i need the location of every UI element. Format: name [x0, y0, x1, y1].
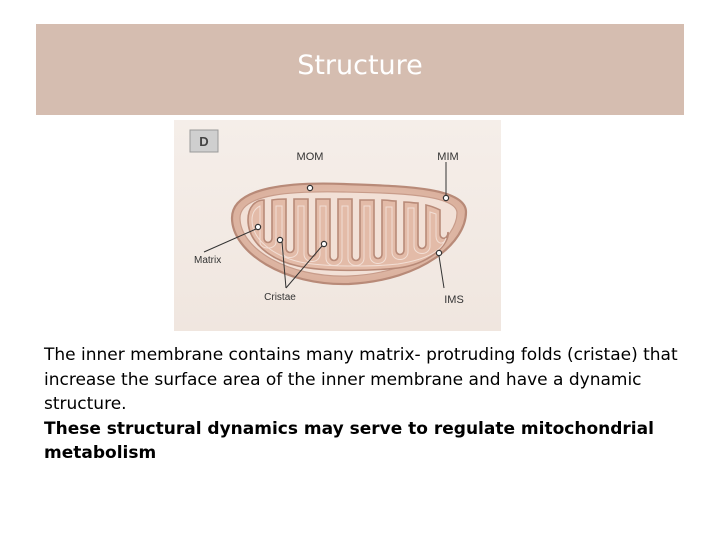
slide-title: Structure: [36, 50, 684, 81]
mom-marker: [307, 185, 312, 190]
description-paragraph: The inner membrane contains many matrix-…: [44, 343, 684, 417]
ims-marker: [436, 250, 441, 255]
mim-marker: [443, 195, 448, 200]
mim-label: MIM: [437, 151, 458, 163]
cristae-marker-2: [321, 241, 326, 246]
ims-label: IMS: [444, 294, 464, 306]
mitochondrion-diagram: D MOM MIM Matrix Cristae IMS: [174, 120, 501, 331]
matrix-label: Matrix: [194, 255, 221, 266]
matrix-marker: [255, 224, 260, 229]
slide-body: The inner membrane contains many matrix-…: [44, 343, 684, 466]
cristae-label: Cristae: [264, 292, 296, 303]
emphasis-paragraph: These structural dynamics may serve to r…: [44, 417, 684, 466]
cristae-marker-1: [277, 237, 282, 242]
slide-title-bar: Structure: [36, 24, 684, 115]
mom-label: MOM: [297, 151, 324, 163]
panel-letter: D: [199, 134, 208, 149]
